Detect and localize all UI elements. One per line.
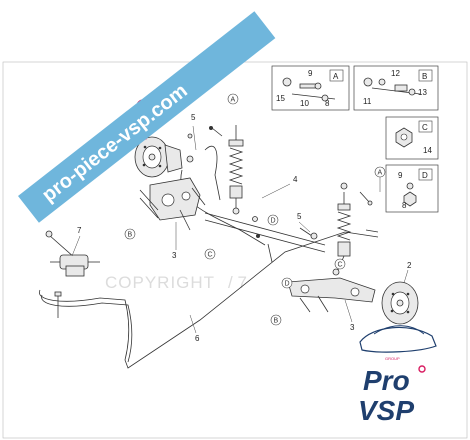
callout-8-box-a: 8 [325,99,330,108]
detail-box-a-letter: A [333,72,339,81]
logo-line-vsp: VSP [358,395,414,426]
callout-13: 13 [418,88,427,97]
svg-text:C: C [338,262,343,269]
circle-label-a-right: A [374,166,386,178]
left-shock-absorber [228,125,244,215]
brake-hose-left [204,145,221,201]
right-lower-arm [287,277,376,313]
detail-box-d: D 9 8 [385,164,439,213]
car-silhouette-icon [359,326,437,353]
svg-text:D: D [285,281,290,288]
svg-text:A: A [231,97,236,104]
svg-text:D: D [271,218,276,225]
circle-label-b-left: B [124,228,136,240]
logo-line-pro: Pro [363,365,410,396]
circle-label-d-center: D [267,214,279,226]
left-wheel-hub [134,136,194,178]
callout-2: 2 [407,261,412,270]
callout-11: 11 [363,97,372,106]
svg-text:B: B [274,318,279,325]
axle-bar [204,212,326,253]
misc-bolts [187,126,379,240]
callout-9-box-a: 9 [308,69,313,78]
svg-text:A: A [378,170,383,177]
callout-4: 4 [293,175,298,184]
right-wheel-hub [381,281,419,325]
circle-label-d-lower: D [281,277,293,289]
detail-box-b-letter: B [422,72,427,81]
callout-5-right: 5 [297,212,302,221]
svg-text:C: C [208,252,213,259]
callout-6: 6 [195,334,200,343]
detail-box-c: C 14 [385,116,439,160]
detail-box-a: A 9 15 10 8 [271,65,350,111]
callout-3-left: 3 [172,251,177,260]
callout-3-right: 3 [350,323,355,332]
circle-label-c-left: C [204,248,216,260]
callout-8-box-d: 8 [402,201,407,210]
callout-10: 10 [300,99,309,108]
detail-box-b: B 12 11 13 [353,65,439,111]
circle-label-b-right: B [270,314,282,326]
callout-12: 12 [391,69,400,78]
pro-vsp-logo: GROUP Pro VSP [358,325,437,426]
right-shock-absorber [332,182,352,276]
detail-box-c-letter: C [422,123,428,132]
callout-5-left: 5 [191,113,196,122]
brake-master-cylinder [45,230,100,318]
copyright-watermark-suffix: / 7 [228,273,247,292]
leader-lines [71,125,409,334]
detail-box-d-letter: D [422,171,428,180]
left-trailing-arm [139,177,206,231]
circle-label-a-upper: A [227,93,239,105]
brake-pipe-secondary [41,294,133,363]
copyright-watermark: COPYRIGHT [105,273,215,292]
callout-15: 15 [276,94,285,103]
brake-pipe-main [39,231,379,369]
callout-14: 14 [423,146,432,155]
logo-group-text: GROUP [385,356,400,361]
logo-accent-dot [418,365,426,373]
svg-text:B: B [128,232,133,239]
circle-label-c-right: C [334,258,346,270]
callout-9-box-d: 9 [398,171,403,180]
callout-7: 7 [77,226,82,235]
